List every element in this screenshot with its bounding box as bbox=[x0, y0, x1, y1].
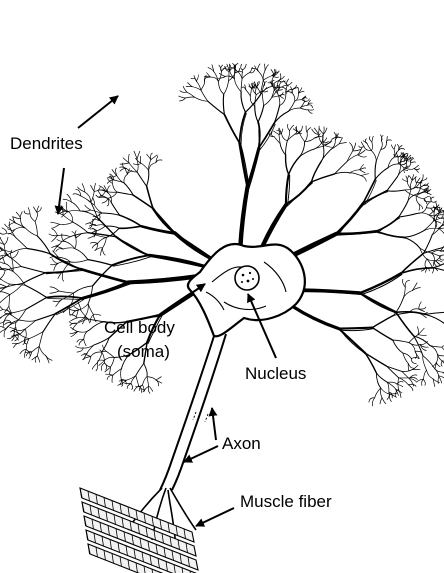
axon-arrow-upper bbox=[212, 408, 216, 440]
cell-body-label: Cell body bbox=[104, 318, 175, 338]
muscle-fiber-shape bbox=[80, 488, 202, 573]
muscle-fiber-label: Muscle fiber bbox=[240, 492, 332, 512]
nucleus-label: Nucleus bbox=[245, 364, 306, 384]
dendrites-label: Dendrites bbox=[10, 134, 83, 154]
nucleus-shape bbox=[235, 266, 259, 290]
soma-label: (soma) bbox=[117, 342, 170, 362]
dendrites-arrow-upper bbox=[78, 96, 118, 128]
muscle-fiber-arrow bbox=[196, 508, 234, 526]
axon-label: Axon bbox=[222, 434, 261, 454]
dendrite-branches bbox=[0, 63, 444, 406]
